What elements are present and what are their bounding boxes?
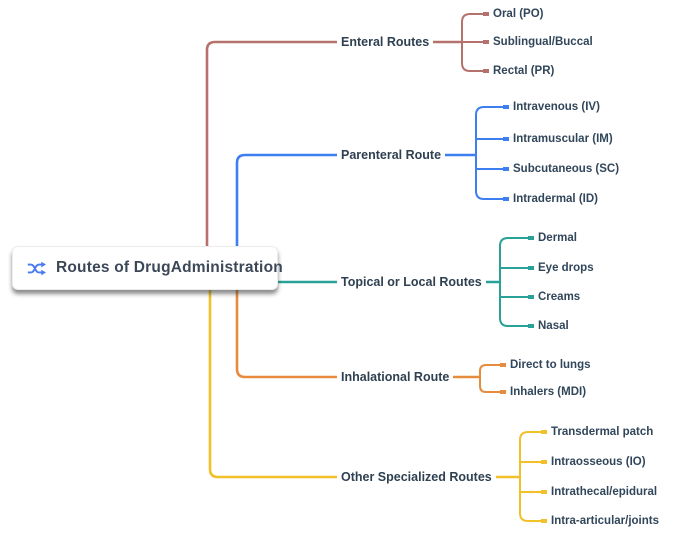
leaf-sublingual[interactable]: Sublingual/Buccal (493, 36, 593, 48)
leaf-subcutaneous[interactable]: Subcutaneous (SC) (513, 163, 620, 175)
inhalational-branch-lines (235, 290, 506, 394)
leaf-oral[interactable]: Oral (PO) (493, 8, 544, 20)
leaf-eyedrops[interactable]: Eye drops (538, 262, 594, 274)
leaf-intradermal[interactable]: Intradermal (ID) (513, 193, 598, 205)
leaf-dermal[interactable]: Dermal (538, 232, 577, 244)
leaf-creams[interactable]: Creams (538, 291, 581, 303)
leaf-intraosseous[interactable]: Intraosseous (IO) (551, 456, 646, 468)
leaf-intramuscular[interactable]: Intramuscular (IM) (513, 133, 613, 145)
branch-inhalational[interactable]: Inhalational Route (337, 369, 454, 385)
leaf-intraarticular[interactable]: Intra-articular/joints (551, 515, 659, 527)
parenteral-branch-lines (235, 105, 509, 246)
other-branch-lines (208, 290, 547, 523)
root-node[interactable]: Routes of DrugAdministration (12, 246, 283, 290)
branch-topical[interactable]: Topical or Local Routes (337, 274, 486, 290)
branch-other[interactable]: Other Specialized Routes (337, 469, 496, 485)
branch-enteral[interactable]: Enteral Routes (337, 34, 434, 50)
shuffle-icon (27, 261, 46, 275)
leaf-rectal[interactable]: Rectal (PR) (493, 65, 555, 77)
leaf-inhalers[interactable]: Inhalers (MDI) (510, 386, 587, 398)
branch-parenteral[interactable]: Parenteral Route (337, 147, 446, 163)
leaf-intravenous[interactable]: Intravenous (IV) (513, 101, 600, 113)
root-title: Routes of DrugAdministration (56, 259, 283, 276)
leaf-transdermal[interactable]: Transdermal patch (551, 426, 654, 438)
enteral-branch-lines (205, 12, 489, 246)
leaf-nasal[interactable]: Nasal (538, 320, 569, 332)
leaf-direct-lungs[interactable]: Direct to lungs (510, 359, 591, 371)
leaf-intrathecal[interactable]: Intrathecal/epidural (551, 486, 658, 498)
